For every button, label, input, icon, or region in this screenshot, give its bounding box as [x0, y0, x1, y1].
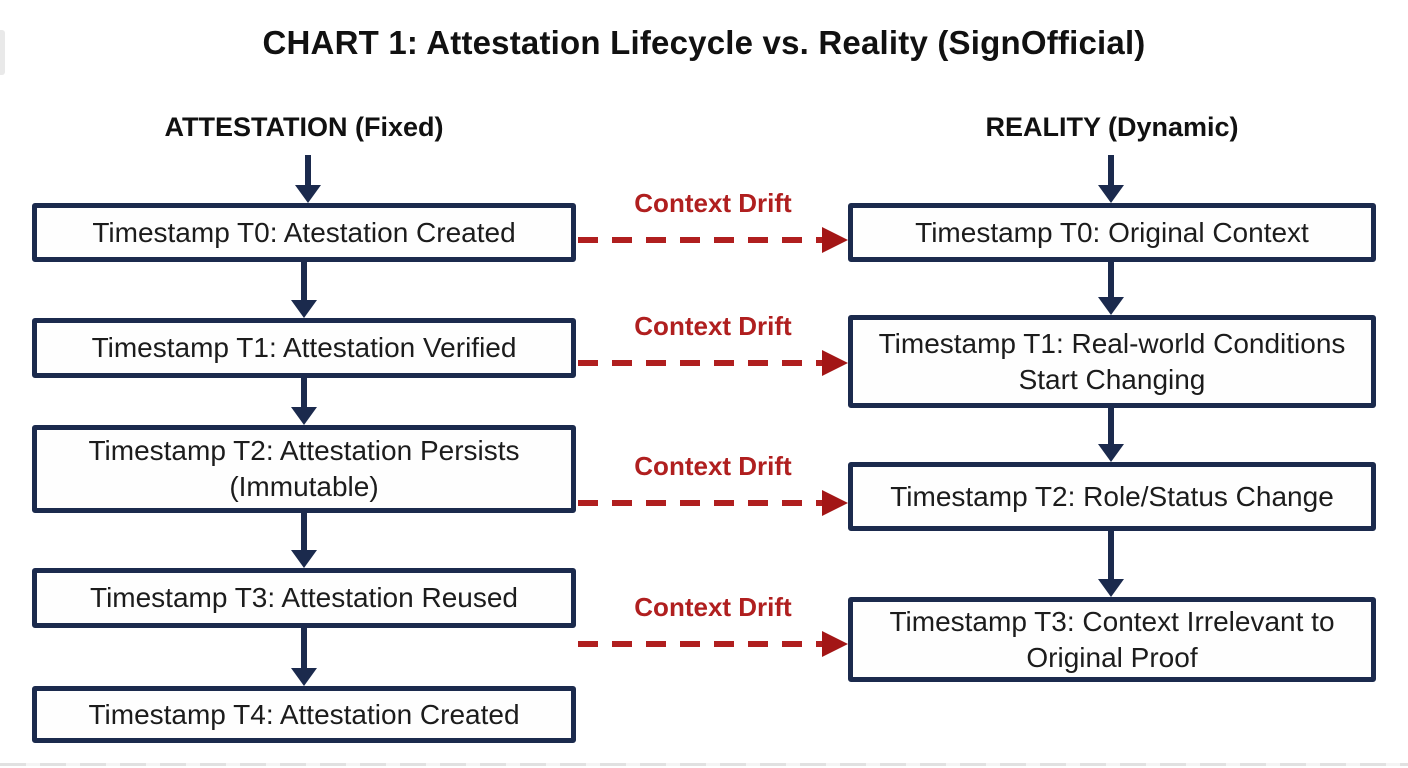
dash-line: [578, 237, 824, 243]
arrow-stem: [301, 513, 307, 550]
down-arrow-icon: [291, 513, 317, 568]
dashed-arrow-icon: [578, 631, 848, 657]
arrow-head: [291, 300, 317, 318]
reality-box-t3: Timestamp T3: Context Irrelevant to Orig…: [848, 597, 1376, 682]
node-label: Timestamp T0: Atestation Created: [92, 216, 516, 248]
node-label: Timestamp T3: Context Irrelevant to Orig…: [889, 605, 1335, 673]
dash-line: [578, 500, 824, 506]
down-arrow-icon: [291, 378, 317, 425]
down-arrow-icon: [295, 155, 321, 203]
arrow-head: [291, 407, 317, 425]
arrow-head: [295, 185, 321, 203]
down-arrow-icon: [1098, 531, 1124, 597]
arrow-head: [1098, 444, 1124, 462]
context-drift-label: Context Drift: [634, 188, 792, 218]
arrow-head: [291, 668, 317, 686]
down-arrow-icon: [1098, 408, 1124, 462]
arrow-stem: [1108, 531, 1114, 579]
context-drift-label: Context Drift: [634, 311, 792, 341]
reality-box-t0: Timestamp T0: Original Context: [848, 203, 1376, 262]
reality-box-t2: Timestamp T2: Role/Status Change: [848, 462, 1376, 531]
arrow-head: [1098, 579, 1124, 597]
node-label: Timestamp T2: Attestation Persists (Immu…: [88, 435, 520, 502]
arrow-head: [291, 550, 317, 568]
diagram-title: CHART 1: Attestation Lifecycle vs. Reali…: [262, 24, 1146, 61]
down-arrow-icon: [1098, 262, 1124, 315]
node-label: Timestamp T1: Attestation Verified: [91, 332, 517, 364]
attestation-box-t1: Timestamp T1: Attestation Verified: [32, 318, 576, 378]
arrow-head: [822, 490, 848, 516]
arrow-stem: [1108, 155, 1114, 185]
arrow-stem: [305, 155, 311, 185]
context-drift-connector-t0: Context Drift: [578, 188, 848, 253]
arrow-stem: [301, 628, 307, 668]
bottom-artifact-line: [0, 763, 1408, 766]
arrow-stem: [1108, 408, 1114, 444]
arrow-head: [822, 227, 848, 253]
node-label: Timestamp T4: Attestation Created: [88, 698, 520, 730]
dash-line: [578, 641, 824, 647]
dashed-arrow-icon: [578, 227, 848, 253]
context-drift-label: Context Drift: [634, 592, 792, 622]
arrow-head: [1098, 185, 1124, 203]
node-label: Timestamp T1: Real-world Conditions Star…: [878, 327, 1346, 395]
context-drift-connector-t3: Context Drift: [578, 592, 848, 657]
reality-column-header: REALITY (Dynamic): [985, 112, 1239, 142]
down-arrow-icon: [291, 262, 317, 318]
down-arrow-icon: [291, 628, 317, 686]
dashed-arrow-icon: [578, 490, 848, 516]
arrow-stem: [301, 378, 307, 407]
node-label: Timestamp T3: Attestation Reused: [90, 582, 518, 614]
attestation-box-t0: Timestamp T0: Atestation Created: [32, 203, 576, 262]
context-drift-label: Context Drift: [634, 451, 792, 481]
node-label: Timestamp T2: Role/Status Change: [890, 480, 1334, 512]
context-drift-connector-t2: Context Drift: [578, 451, 848, 516]
arrow-head: [822, 631, 848, 657]
attestation-column-header: ATTESTATION (Fixed): [164, 112, 444, 142]
attestation-box-t2: Timestamp T2: Attestation Persists (Immu…: [32, 425, 576, 513]
edge-artifact: [0, 30, 5, 75]
arrow-head: [1098, 297, 1124, 315]
attestation-box-t3: Timestamp T3: Attestation Reused: [32, 568, 576, 628]
arrow-stem: [301, 262, 307, 300]
attestation-box-t4: Timestamp T4: Attestation Created: [32, 686, 576, 743]
node-label: Timestamp T0: Original Context: [915, 216, 1309, 248]
down-arrow-icon: [1098, 155, 1124, 203]
arrow-head: [822, 350, 848, 376]
dashed-arrow-icon: [578, 350, 848, 376]
arrow-stem: [1108, 262, 1114, 297]
dash-line: [578, 360, 824, 366]
reality-box-t1: Timestamp T1: Real-world Conditions Star…: [848, 315, 1376, 408]
context-drift-connector-t1: Context Drift: [578, 311, 848, 376]
